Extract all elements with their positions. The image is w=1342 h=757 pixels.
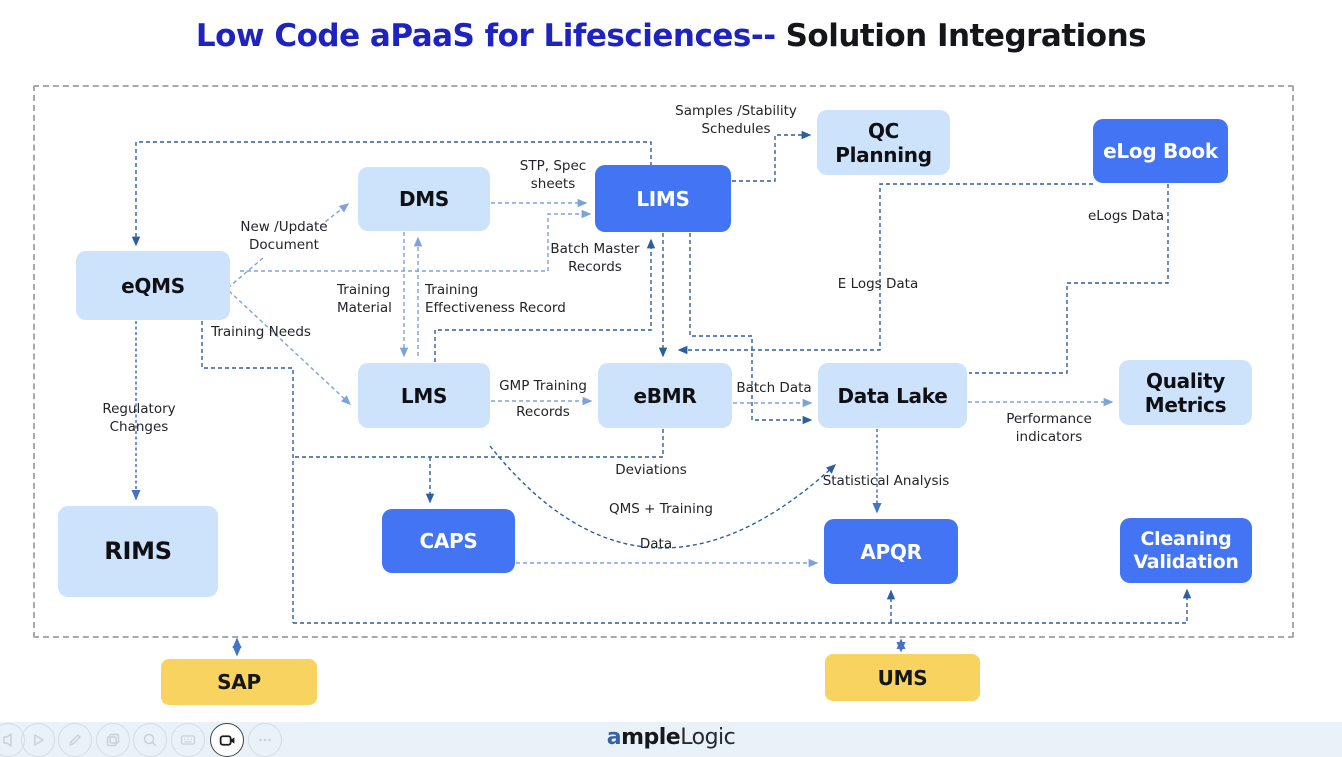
edge-label-data: Data <box>639 536 673 552</box>
edge-label-new-update-document: New /Update Document <box>240 219 328 253</box>
logo-bold: mple <box>621 725 681 750</box>
edge-label-gmp-training: GMP Training <box>499 378 587 394</box>
node-data-lake: Data Lake <box>818 363 967 428</box>
node-quality-metrics: Quality Metrics <box>1119 360 1252 425</box>
logo-light: Logic <box>680 725 736 750</box>
edge-label-e-logs-data: E Logs Data <box>837 276 919 292</box>
node-lms: LMS <box>358 363 490 428</box>
title-rest: Solution Integrations <box>785 18 1147 54</box>
node-eqms: eQMS <box>76 251 230 320</box>
page-title: Low Code aPaaS for Lifesciences--Solutio… <box>0 18 1342 54</box>
title-highlight: Low Code aPaaS for Lifesciences-- <box>195 18 776 54</box>
node-ebmr: eBMR <box>598 363 732 428</box>
node-qc-planning: QC Planning <box>817 110 950 175</box>
node-apqr: APQR <box>824 519 958 584</box>
toolbar-camera-icon[interactable] <box>210 723 244 757</box>
edge-label-training-material: Training Material <box>337 282 392 316</box>
edge-label-samples-stability: Samples /Stability Schedules <box>675 103 797 137</box>
edge-label-stp-spec: STP, Spec sheets <box>519 158 587 192</box>
edge-label-qms-training: QMS + Training <box>608 501 713 517</box>
edge-label-gmp-records: Records <box>516 404 570 420</box>
node-ums: UMS <box>825 654 980 701</box>
node-cleaning-validation: Cleaning Validation <box>1120 518 1252 583</box>
edge-label-statistical-analysis: Statistical Analysis <box>822 473 950 489</box>
logo-a: a <box>606 725 622 750</box>
node-lims: LIMS <box>595 165 731 232</box>
node-caps: CAPS <box>382 509 515 573</box>
diagram-frame <box>33 85 1294 638</box>
amplelogic-logo: ampleLogic <box>0 725 1342 750</box>
edge-label-training-needs: Training Needs <box>211 324 311 340</box>
edge-label-regulatory-changes: Regulatory Changes <box>102 401 176 435</box>
node-rims: RIMS <box>58 506 218 597</box>
edge-label-elogs-data: eLogs Data <box>1088 208 1164 224</box>
node-elog-book: eLog Book <box>1093 119 1228 183</box>
edge-label-training-effectiveness: Training Effectiveness Record <box>425 282 566 316</box>
node-sap: SAP <box>161 659 317 705</box>
edge-label-batch-data: Batch Data <box>736 380 812 396</box>
edge-label-performance-indicators: Performance indicators <box>1006 411 1092 445</box>
edge-label-batch-master-records: Batch Master Records <box>550 241 640 275</box>
viewer-toolbar <box>0 722 1342 757</box>
edge-label-deviations: Deviations <box>615 462 687 478</box>
node-dms: DMS <box>358 167 490 231</box>
